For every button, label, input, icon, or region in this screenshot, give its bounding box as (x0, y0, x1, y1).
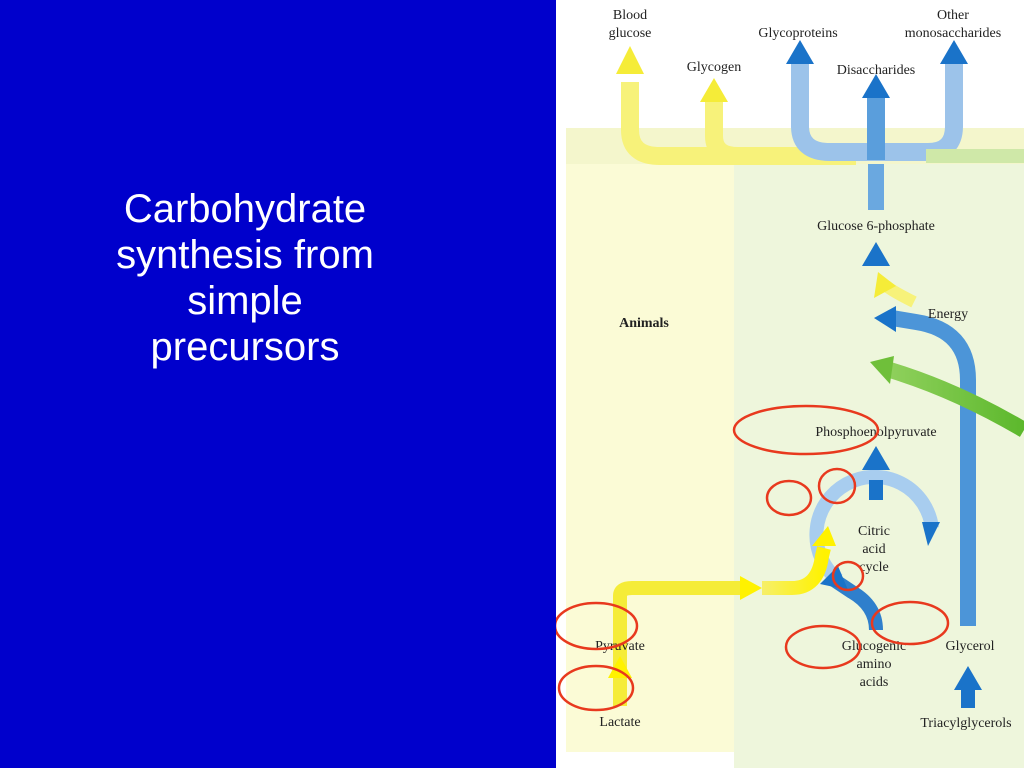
yellow-into-cycle-path (762, 546, 831, 595)
label-glucose-6-phosphate: Glucose 6-phosphate (817, 219, 935, 234)
arrow-to-glycogen (700, 78, 728, 102)
label-glycogen: Glycogen (687, 60, 741, 75)
arrow-cycle (922, 522, 940, 546)
blue-distribution-arrows (791, 62, 963, 161)
highlight-phosphoenolpyruvate (732, 404, 880, 456)
label-citric-acid-cycle-line-3: cycle (859, 560, 889, 575)
arrow-energy (874, 272, 896, 298)
label-energy: Energy (928, 307, 968, 322)
arrow-pyruvate-right (740, 576, 762, 600)
arrow-to-pep (862, 446, 890, 470)
slide-title-line-2: synthesis from (116, 233, 374, 277)
highlight-glucogenic (784, 624, 862, 670)
slide-title: Carbohydrate synthesis from simple precu… (40, 186, 450, 370)
amino-acid-path (830, 574, 883, 631)
label-pyruvate: Pyruvate (595, 639, 645, 654)
highlight-lactate (557, 664, 635, 712)
arrow-glycerol-into-trunk (874, 306, 896, 332)
slide-title-line-1: Carbohydrate (123, 187, 367, 231)
label-citric-acid-cycle-line-1: Citric (858, 524, 890, 539)
label-glycerol: Glycerol (946, 639, 995, 654)
label-other-monosaccharides-line-2: monosaccharides (905, 26, 1001, 41)
label-glucogenic-amino-acids-line-2: amino (857, 657, 892, 672)
arrow-to-glycoproteins (786, 40, 814, 64)
arrow-green-into-trunk (870, 356, 894, 384)
glycerol-path (890, 310, 976, 626)
label-phosphoenolpyruvate: Phosphoenolpyruvate (815, 425, 936, 440)
label-glucogenic-amino-acids-line-1: Glucogenic (842, 639, 907, 654)
label-blood-glucose-line-2: glucose (609, 26, 652, 41)
label-triacylglycerols: Triacylglycerols (920, 716, 1011, 731)
label-glycoproteins: Glycoproteins (758, 26, 837, 41)
green-input-path (887, 362, 1024, 437)
pathway-diagram: Blood glucose Glycogen Glycoproteins Dis… (553, 0, 1024, 768)
label-disaccharides: Disaccharides (837, 63, 916, 78)
highlight-cycle-small (831, 560, 865, 592)
arrow-lactate-to-pyruvate (608, 656, 632, 678)
arrow-yellow-into-cycle (812, 526, 836, 546)
highlight-left-small (765, 479, 813, 517)
arrow-to-disaccharides (862, 74, 890, 98)
arrow-to-other-monosaccharides (940, 40, 968, 64)
arrow-to-glucose-6-phosphate (862, 242, 890, 266)
highlight-right-small (817, 467, 857, 505)
label-citric-acid-cycle-line-2: acid (862, 542, 885, 557)
highlight-circles (553, 404, 950, 712)
slide-title-line-3: simple (187, 279, 303, 323)
slide-title-line-4: precursors (150, 325, 340, 369)
label-animals: Animals (619, 316, 669, 331)
label-blood-glucose-line-1: Blood (613, 8, 647, 23)
highlight-cycle-output (870, 600, 950, 646)
arrow-to-blood-glucose (616, 46, 644, 74)
pathway-svg: Blood glucose Glycogen Glycoproteins Dis… (553, 8, 1024, 768)
pyruvate-to-oxaloacetate-path (613, 581, 740, 704)
arrow-to-glycerol (954, 666, 982, 690)
label-lactate: Lactate (599, 715, 640, 730)
label-other-monosaccharides-line-1: Other (937, 8, 969, 23)
yellow-distribution-arrows (621, 82, 856, 165)
label-glucogenic-amino-acids-line-3: acids (860, 675, 889, 690)
title-panel: Carbohydrate synthesis from simple precu… (0, 0, 556, 768)
